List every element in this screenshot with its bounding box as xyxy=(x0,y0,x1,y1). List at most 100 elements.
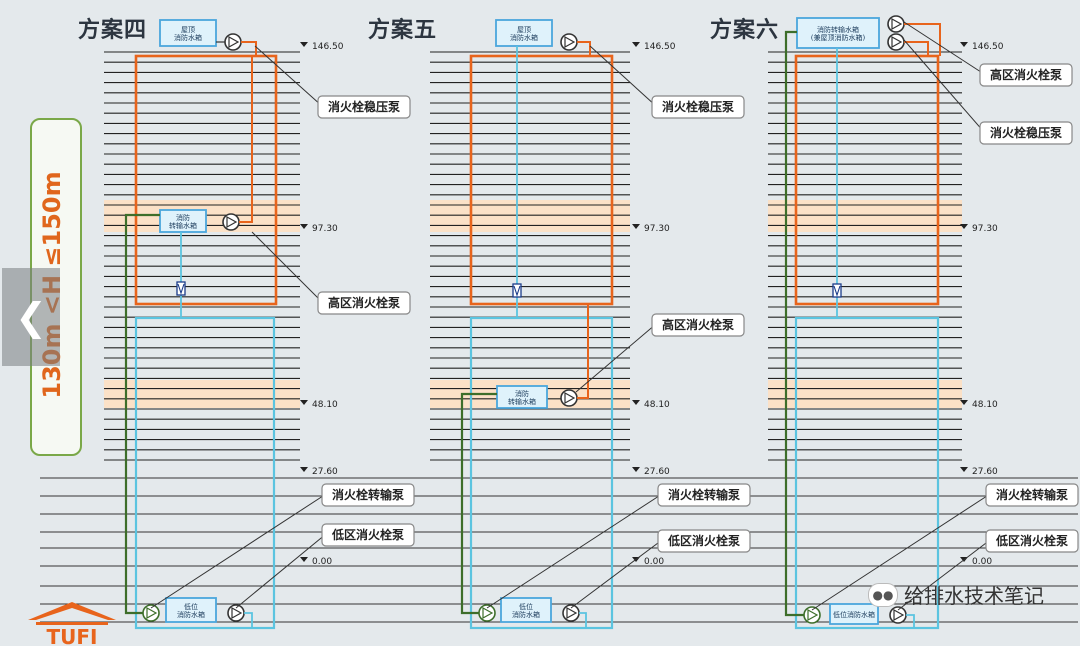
elevation-marker-icon xyxy=(300,467,308,472)
elevation-label: 27.60 xyxy=(644,467,670,477)
bottom-tank-label: 低位消防水箱 xyxy=(177,602,205,619)
bottom-tank xyxy=(500,597,552,623)
callout-transfer-pump-leader xyxy=(150,493,327,609)
valve-mark xyxy=(513,285,521,297)
high-zone-loop xyxy=(794,54,940,306)
elevation-marker-icon xyxy=(960,400,968,405)
scheme-title-6: 方案六 xyxy=(710,18,780,43)
top-tank-label: 屋顶消防水箱 xyxy=(174,26,202,42)
transfer-pump-arrow xyxy=(146,606,158,620)
pipe xyxy=(577,304,589,399)
valve-mark xyxy=(833,285,841,297)
bottom-tank-label: 低位消防水箱 xyxy=(833,610,875,619)
refuge-floor-band xyxy=(104,380,300,408)
callout-transfer-pump-leader xyxy=(486,493,663,609)
top-tank-label: 消防转输水箱(兼屋顶消防水箱) xyxy=(811,25,866,42)
watermark: ●● 给排水技术笔记 xyxy=(868,580,1044,609)
elevation-label: 0.00 xyxy=(644,557,664,567)
elevation-label: 48.10 xyxy=(312,400,338,410)
callout-high-zone-pump xyxy=(317,291,411,315)
callout-stabilizer-pump-leader xyxy=(589,45,657,107)
stabilizer-pump-arrow xyxy=(564,35,576,49)
low-zone-loop xyxy=(794,316,940,630)
elevation-label: 27.60 xyxy=(312,467,338,477)
callout-stabilizer-pump-leader xyxy=(254,45,323,107)
callout-low-zone-pump-text: 低区消火栓泵 xyxy=(331,527,404,542)
callout-transfer-pump xyxy=(657,483,751,507)
callout-stabilizer-pump-text: 消火栓稳压泵 xyxy=(990,125,1062,140)
transfer-pump-arrow xyxy=(807,608,819,622)
transfer-tank-label: 消防转输水箱 xyxy=(508,389,536,406)
pipe xyxy=(241,41,257,56)
elevation-label: 146.50 xyxy=(972,42,1004,52)
pipe xyxy=(906,614,915,628)
low-zone-pump-arrow xyxy=(893,608,905,622)
pipe xyxy=(904,23,941,56)
callout-stabilizer-pump-text: 消火栓稳压泵 xyxy=(662,99,734,114)
transfer-pipe xyxy=(784,30,817,617)
elevation-label: 48.10 xyxy=(972,400,998,410)
elevation-marker-icon xyxy=(300,224,308,229)
callout-low-zone-pump-leader xyxy=(897,539,991,611)
elevation-label: 97.30 xyxy=(972,224,998,234)
valve-mark xyxy=(177,283,185,295)
callout-stabilizer-pump-leader xyxy=(903,39,985,133)
watermark-text: 给排水技术笔记 xyxy=(904,584,1044,608)
elevation-label: 48.10 xyxy=(644,400,670,410)
callout-stabilizer-pump xyxy=(317,95,411,119)
high-zone-pump-arrow xyxy=(226,215,238,229)
low-zone-pump-arrow xyxy=(566,606,578,620)
callout-low-zone-pump-leader xyxy=(570,539,663,609)
callout-high-zone-pump xyxy=(979,63,1073,87)
callout-low-zone-pump xyxy=(985,529,1079,553)
valve-icon xyxy=(176,281,186,296)
callout-transfer-pump xyxy=(321,483,415,507)
elevation-label: 146.50 xyxy=(312,42,344,52)
callout-stabilizer-pump-text: 消火栓稳压泵 xyxy=(328,99,400,114)
callout-stabilizer-pump xyxy=(651,95,745,119)
high-zone-pump-arrow xyxy=(891,17,903,31)
elevation-marker-icon xyxy=(300,557,308,562)
low-zone-loop xyxy=(469,316,614,630)
logo: TUFI xyxy=(28,602,116,646)
callout-low-zone-pump-text: 低区消火栓泵 xyxy=(667,533,740,548)
bottom-tank xyxy=(829,603,879,625)
wechat-icon: ●● xyxy=(868,582,898,607)
svg-text:TUFI: TUFI xyxy=(47,625,98,646)
callout-high-zone-pump-text: 高区消火栓泵 xyxy=(990,67,1062,82)
transfer-pipe xyxy=(460,392,497,615)
refuge-floor-band xyxy=(768,380,962,408)
low-zone-loop xyxy=(134,316,276,630)
callout-high-zone-pump-leader xyxy=(903,21,985,75)
elevation-marker-icon xyxy=(960,467,968,472)
scheme-title-5: 方案五 xyxy=(368,18,438,43)
valve-icon xyxy=(512,283,522,298)
high-zone-loop xyxy=(134,54,278,306)
callout-high-zone-pump-leader xyxy=(575,323,657,393)
elevation-label: 97.30 xyxy=(312,224,338,234)
prev-arrow-icon[interactable]: ❮ xyxy=(2,268,60,366)
callout-transfer-pump xyxy=(985,483,1079,507)
stabilizer-pump-arrow xyxy=(891,35,903,49)
pipe xyxy=(577,41,591,56)
valve-icon xyxy=(832,283,842,298)
elevation-marker-icon xyxy=(632,400,640,405)
callout-low-zone-pump xyxy=(657,529,751,553)
bottom-tank xyxy=(165,597,217,623)
elevation-label: 0.00 xyxy=(312,557,332,567)
elevation-marker-icon xyxy=(632,42,640,47)
callout-low-zone-pump-text: 低区消火栓泵 xyxy=(995,533,1068,548)
elevation-label: 146.50 xyxy=(644,42,676,52)
callout-high-zone-pump xyxy=(651,313,745,337)
elevation-marker-icon xyxy=(632,224,640,229)
callout-high-zone-pump-leader xyxy=(251,231,323,303)
top-tank xyxy=(495,19,553,47)
elevation-marker-icon xyxy=(300,42,308,47)
bottom-tank-label: 低位消防水箱 xyxy=(512,602,540,619)
elevation-marker-icon xyxy=(960,224,968,229)
callout-stabilizer-pump xyxy=(979,121,1073,145)
elevation-label: 0.00 xyxy=(972,557,992,567)
stabilizer-pump-arrow xyxy=(228,35,240,49)
callout-high-zone-pump-text: 高区消火栓泵 xyxy=(328,295,400,310)
